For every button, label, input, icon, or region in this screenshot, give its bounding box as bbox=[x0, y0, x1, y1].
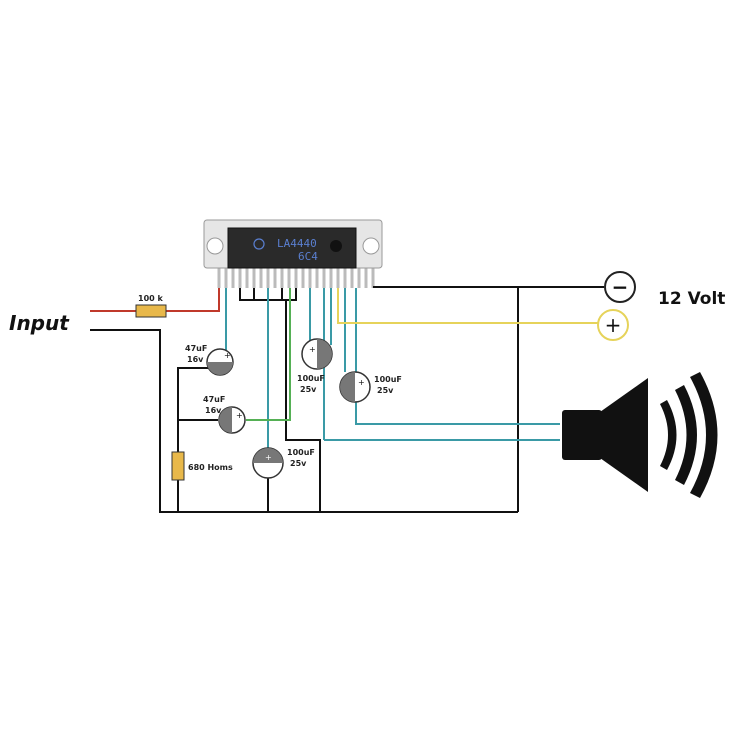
svg-text:+: + bbox=[309, 345, 316, 354]
svg-text:+: + bbox=[224, 351, 231, 360]
capacitor-3-voltage: 25v bbox=[300, 385, 317, 394]
input-wire-red-2 bbox=[166, 288, 220, 312]
capacitor-3-value: 100uF bbox=[297, 374, 325, 383]
capacitor-4-value: 100uF bbox=[374, 375, 402, 384]
capacitor-5-voltage: 25v bbox=[290, 459, 307, 468]
capacitor-2-value: 47uF bbox=[203, 395, 225, 404]
capacitor-5: + 100uF 25v bbox=[252, 447, 315, 479]
black-wires bbox=[90, 286, 604, 513]
chip-label-line2: 6C4 bbox=[298, 250, 318, 263]
resistor-680: 680 Homs bbox=[171, 451, 233, 481]
capacitor-1: + 47uF 16v bbox=[185, 344, 234, 376]
capacitor-2: + 47uF 16v bbox=[203, 395, 246, 434]
input-label: Input bbox=[9, 311, 70, 335]
resistor-100k-label: 100 k bbox=[138, 294, 163, 303]
svg-text:+: + bbox=[265, 453, 272, 462]
svg-text:+: + bbox=[358, 378, 365, 387]
terminal-positive-sign: + bbox=[605, 313, 622, 337]
capacitor-1-value: 47uF bbox=[185, 344, 207, 353]
capacitor-4: + 100uF 25v bbox=[339, 371, 402, 403]
terminal-negative-sign: − bbox=[612, 275, 629, 299]
amplifier-chip: LA4440 6C4 bbox=[203, 219, 383, 288]
speaker-icon bbox=[562, 372, 718, 498]
capacitor-5-value: 100uF bbox=[287, 448, 315, 457]
chip-label-line1: LA4440 bbox=[277, 237, 317, 250]
chip-pins bbox=[217, 268, 375, 288]
supply-wire-yellow bbox=[337, 288, 604, 324]
terminal-positive: + bbox=[597, 309, 629, 341]
svg-text:+: + bbox=[236, 411, 243, 420]
cyan-wires bbox=[225, 288, 560, 450]
feedback-wire-green bbox=[246, 288, 291, 421]
capacitor-4-voltage: 25v bbox=[377, 386, 394, 395]
terminal-negative: − bbox=[604, 271, 636, 303]
resistor-100k: 100 k bbox=[135, 294, 167, 318]
capacitor-3: + 100uF 25v bbox=[297, 338, 333, 394]
resistor-680-label: 680 Homs bbox=[188, 463, 233, 472]
capacitor-2-voltage: 16v bbox=[205, 406, 222, 415]
capacitor-1-voltage: 16v bbox=[187, 355, 204, 364]
supply-voltage-label: 12 Volt bbox=[658, 289, 725, 309]
